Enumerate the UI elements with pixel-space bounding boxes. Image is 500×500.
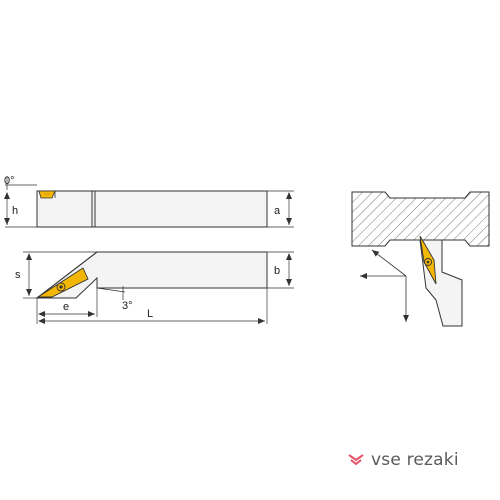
e-label: e	[63, 301, 69, 313]
feed-arrow-up-left	[371, 249, 407, 277]
top-view: 3° s b e L	[15, 251, 294, 324]
b-label: b	[274, 265, 280, 277]
top-view-shank	[35, 251, 268, 299]
zero-angle-label: 0°	[4, 175, 15, 187]
clearance-line	[96, 287, 126, 293]
side-view: 0° h a	[4, 175, 294, 228]
clearance-angle-label: 3°	[122, 300, 133, 312]
h-label: h	[12, 205, 18, 217]
side-view-insert	[38, 190, 56, 199]
a-label: a	[274, 205, 281, 217]
top-view-neck-line	[36, 251, 98, 299]
L-label: L	[147, 308, 153, 320]
side-view-shank	[36, 190, 268, 228]
brand-logo: vse rezaki	[348, 450, 459, 470]
insert-screw-center	[59, 285, 63, 289]
brand-name: vse rezaki	[371, 450, 459, 470]
section-view	[351, 191, 490, 327]
section-profile	[351, 191, 490, 247]
s-label: s	[15, 269, 21, 281]
section-insert-center	[426, 260, 430, 264]
chevron-logo-icon	[348, 454, 364, 466]
top-view-insert	[36, 267, 89, 298]
